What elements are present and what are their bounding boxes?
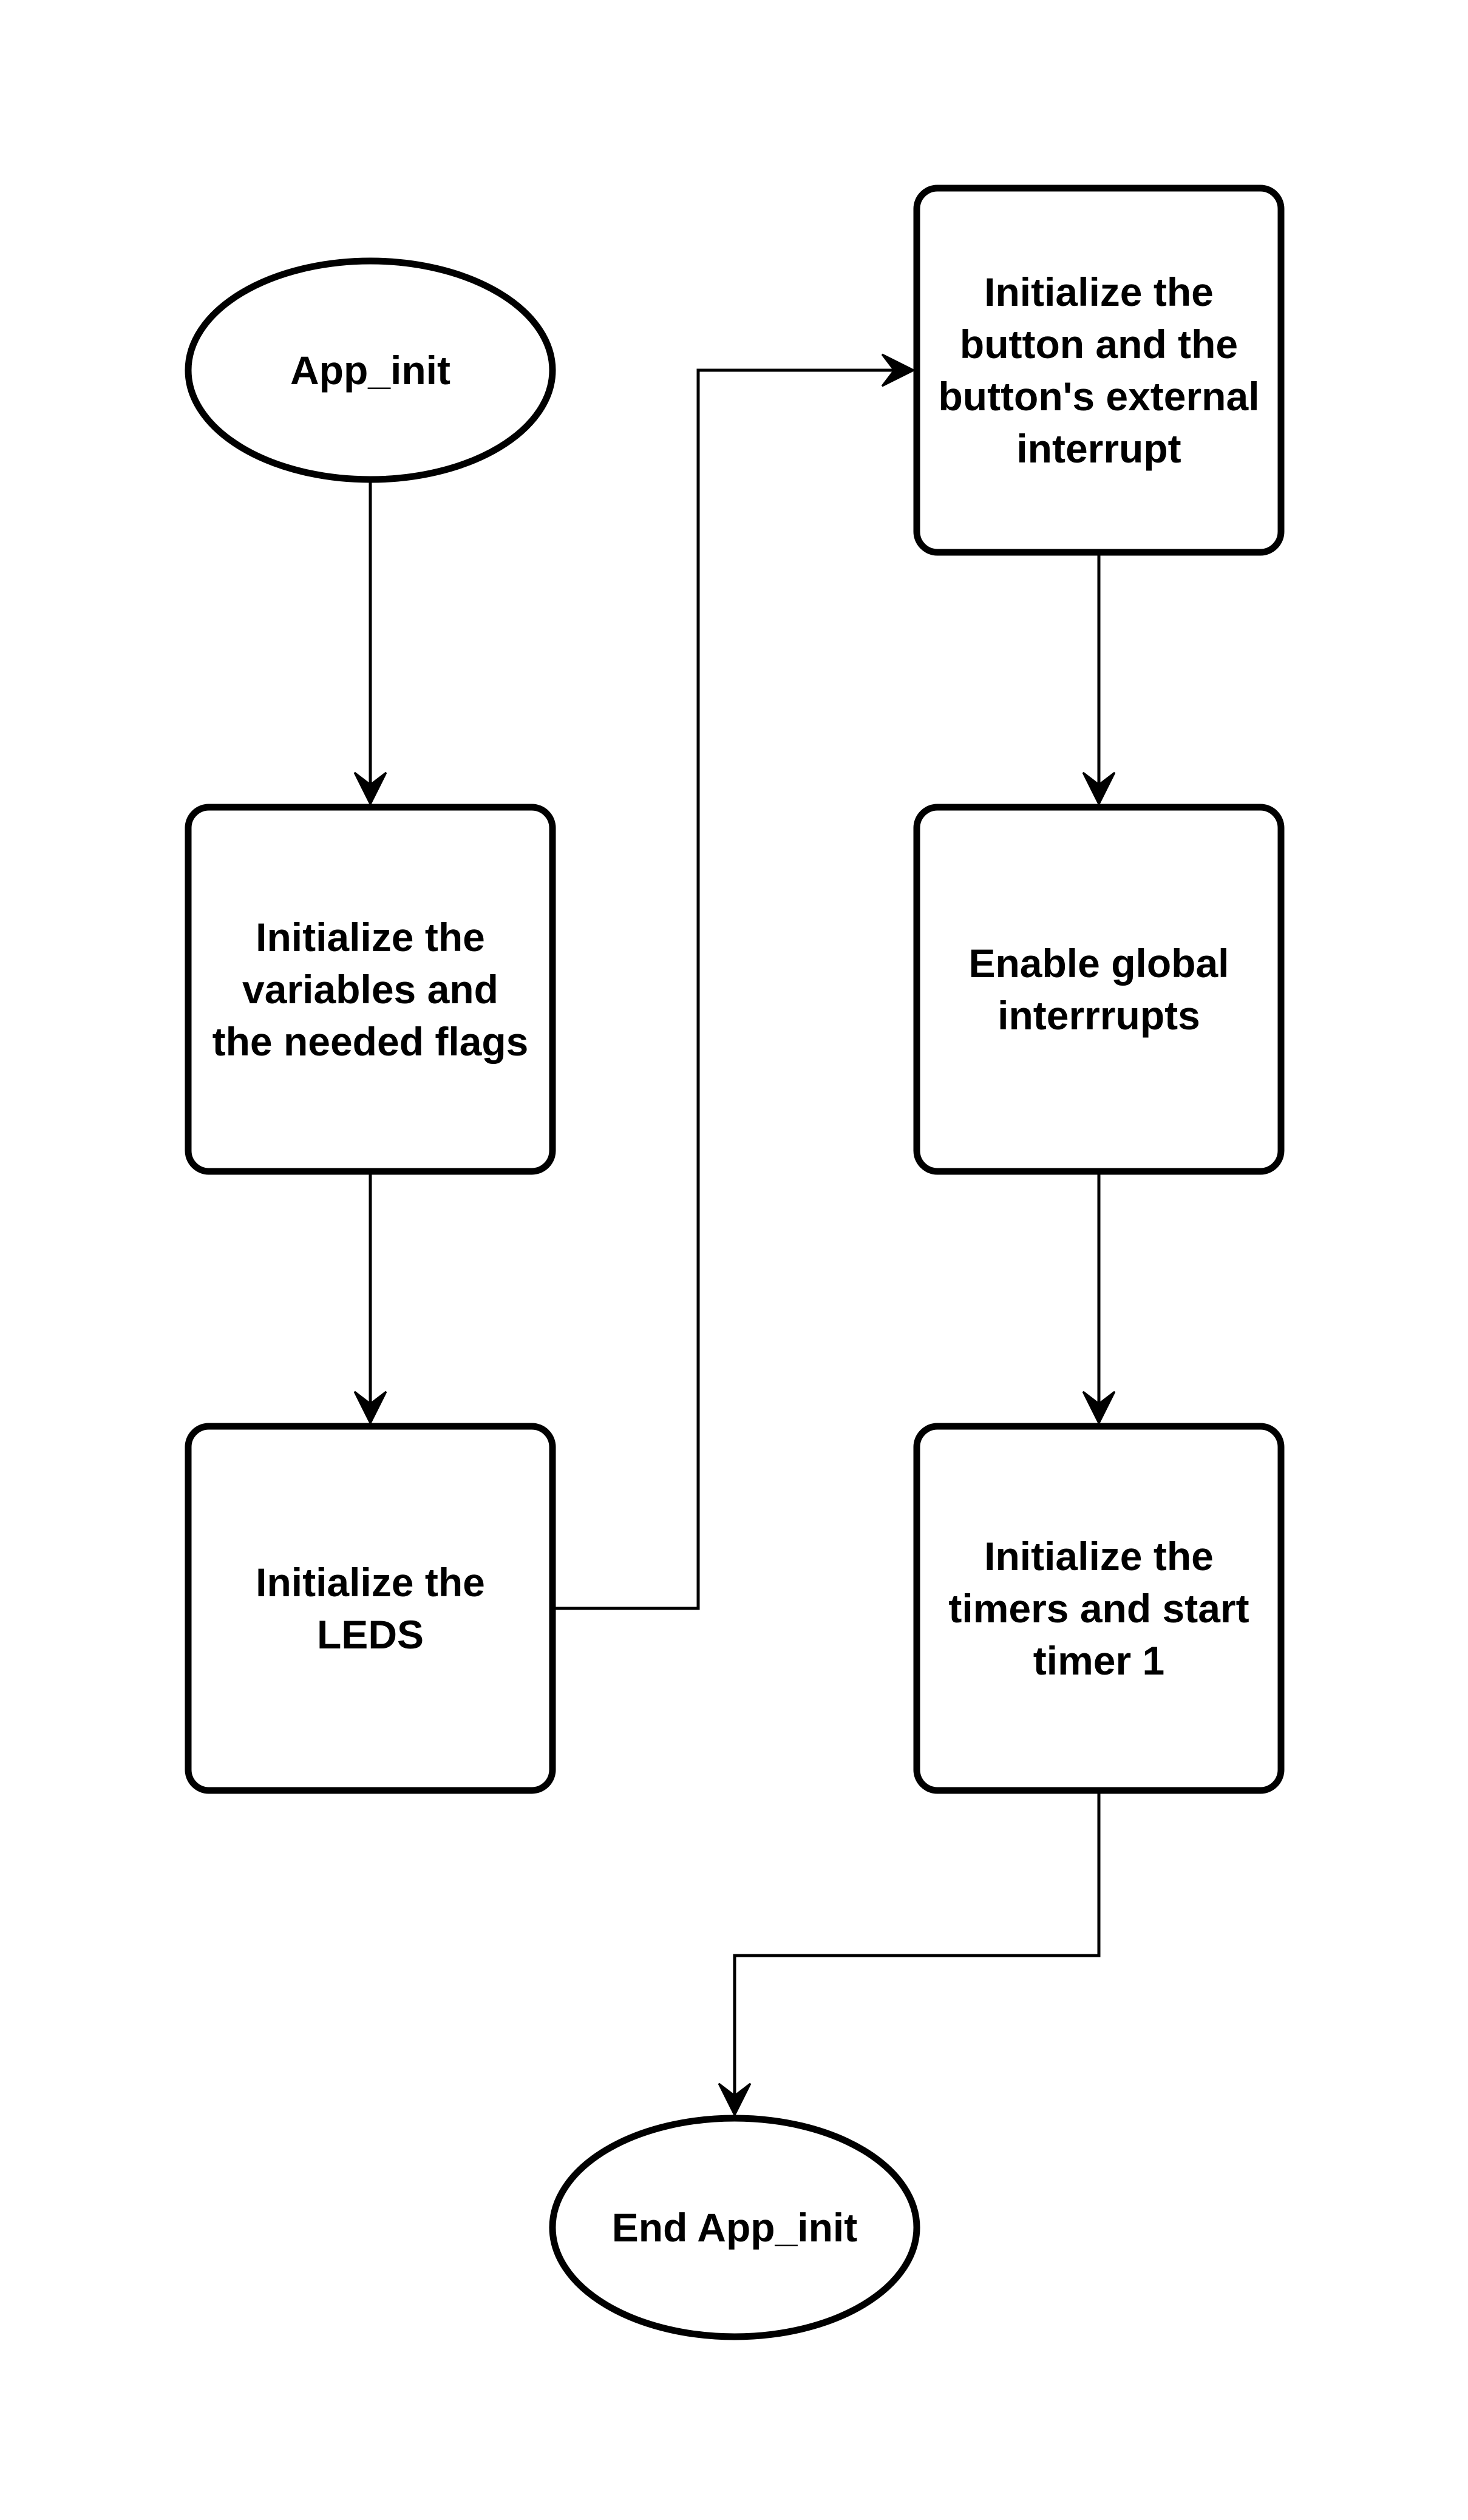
node-label-line: timer 1: [1033, 1638, 1164, 1683]
node-label-line: the needed flags: [212, 1019, 529, 1064]
edge-init-button-to-enable-interrupts: [1082, 552, 1116, 807]
node-label-line: button's external: [938, 374, 1259, 419]
terminator-ellipse: [185, 257, 556, 483]
connector-line: [552, 368, 902, 1610]
node-label-line: Enable global: [968, 941, 1229, 986]
arrowhead-icon: [881, 353, 916, 387]
node-label-line: timers and start: [948, 1586, 1249, 1631]
node-label-line: Initialize the: [256, 915, 485, 960]
edges-layer: [353, 353, 1116, 2118]
arrowhead-icon: [353, 771, 387, 807]
arrowhead-icon: [718, 2082, 752, 2118]
node-end: End App_init: [549, 2115, 920, 2340]
edge-init-vars-to-init-leds: [353, 1171, 387, 1426]
process-box: [185, 804, 556, 1175]
node-label-line: Initialize the: [984, 1534, 1214, 1579]
node-init-vars: Initialize the variables and the needed fl…: [185, 804, 556, 1175]
node-label-line: variables and: [242, 967, 498, 1012]
process-box: [913, 185, 1285, 556]
edge-init-leds-to-init-button: [552, 353, 916, 1610]
node-label-line: Initialize the: [256, 1560, 485, 1605]
node-label-line: interrupt: [1016, 426, 1181, 471]
edge-init-timers-to-end: [718, 1790, 1101, 2118]
connector-line: [733, 1790, 1101, 2103]
node-enable-interrupts: Enable global interrrupts: [913, 804, 1285, 1175]
node-label-line: interrrupts: [997, 993, 1200, 1038]
node-init-button: Initialize the button and the button's ext…: [913, 185, 1285, 556]
process-box: [185, 1423, 556, 1794]
arrowhead-icon: [1082, 771, 1116, 807]
process-box: [913, 804, 1285, 1175]
node-label-line: button and the: [960, 322, 1238, 367]
arrowhead-icon: [353, 1390, 387, 1426]
node-start: App_init: [185, 257, 556, 483]
arrowhead-icon: [1082, 1390, 1116, 1426]
node-label-line: LEDS: [317, 1612, 424, 1657]
process-box: [913, 1423, 1285, 1794]
edge-start-to-init-vars: [353, 479, 387, 807]
node-label-line: App_init: [290, 348, 450, 393]
edge-enable-interrupts-to-init-timers: [1082, 1171, 1116, 1426]
node-init-timers: Initialize the timers and start timer 1: [913, 1423, 1285, 1794]
terminator-ellipse: [549, 2115, 920, 2340]
node-label-line: Initialize the: [984, 269, 1214, 314]
node-label-line: End App_init: [612, 2205, 858, 2250]
